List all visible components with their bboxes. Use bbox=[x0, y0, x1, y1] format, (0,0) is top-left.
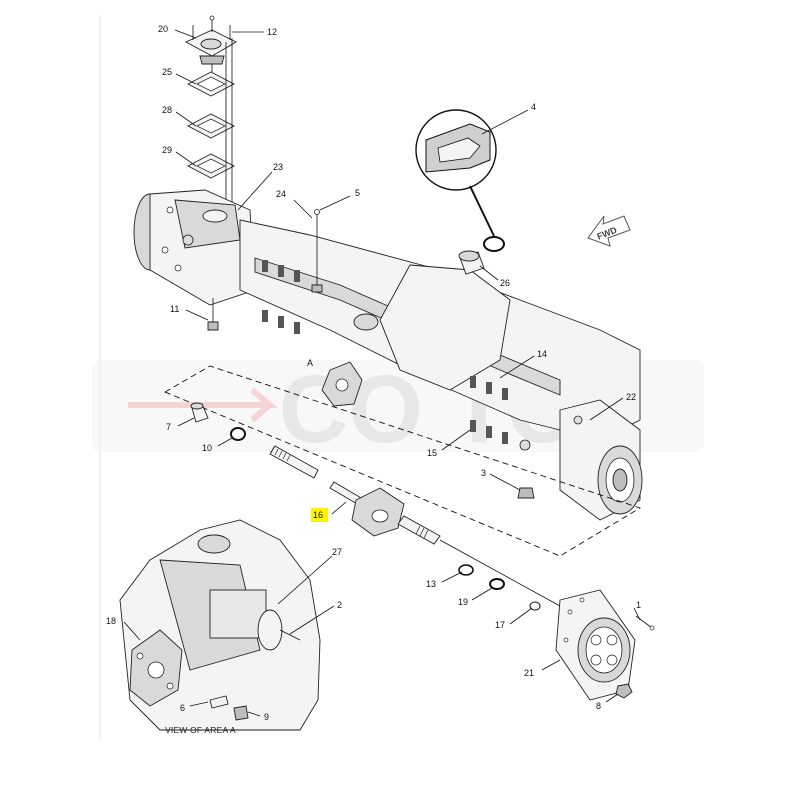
callout-20: 20 bbox=[158, 24, 168, 34]
gasket-29 bbox=[187, 153, 235, 179]
callout-17: 17 bbox=[495, 620, 505, 630]
callout-6: 6 bbox=[180, 703, 185, 713]
seal-10 bbox=[230, 427, 246, 441]
gasket-28 bbox=[187, 113, 235, 139]
callout-16-highlight bbox=[311, 508, 328, 522]
callout-11: 11 bbox=[170, 304, 179, 314]
gasket-25 bbox=[187, 71, 235, 97]
seal-19 bbox=[489, 578, 505, 590]
callout-21: 21 bbox=[524, 668, 534, 678]
callout-7: 7 bbox=[166, 422, 171, 432]
exploded-boundary bbox=[163, 365, 642, 557]
callout-19: 19 bbox=[458, 597, 468, 607]
nut-8 bbox=[615, 683, 633, 699]
inset-caption: VIEW OF AREA A bbox=[165, 725, 236, 735]
callout-1: 1 bbox=[636, 600, 641, 610]
bushing-26 bbox=[458, 250, 485, 275]
callout-23: 23 bbox=[273, 162, 283, 172]
callout-18: 18 bbox=[106, 616, 116, 626]
callout-16: 16 bbox=[313, 510, 323, 520]
plug-3 bbox=[517, 487, 535, 499]
callout-26: 26 bbox=[500, 278, 510, 288]
callout-12: 12 bbox=[267, 27, 277, 37]
callout-9: 9 bbox=[264, 712, 269, 722]
flange-assembly bbox=[184, 15, 237, 72]
callout-3: 3 bbox=[481, 468, 486, 478]
housing-ribs bbox=[262, 260, 508, 444]
bolt-11 bbox=[207, 298, 219, 331]
detail-circle-4 bbox=[415, 109, 497, 237]
oring-17 bbox=[529, 601, 541, 611]
callout-5: 5 bbox=[355, 188, 360, 198]
callout-14: 14 bbox=[537, 349, 547, 359]
oring-4 bbox=[483, 236, 505, 252]
inset-view-area-a: VIEW OF AREA A bbox=[119, 519, 321, 735]
callout-24: 24 bbox=[276, 189, 286, 199]
washer-13 bbox=[458, 564, 474, 576]
area-marker: A bbox=[307, 358, 313, 368]
callout-28: 28 bbox=[162, 105, 172, 115]
leader-lines bbox=[123, 29, 641, 717]
callout-10: 10 bbox=[202, 443, 212, 453]
bolt-5 bbox=[311, 209, 323, 293]
callout-4: 4 bbox=[531, 102, 536, 112]
callout-15: 15 bbox=[427, 448, 437, 458]
shaft-inner bbox=[269, 445, 319, 479]
fwd-arrow: FWD bbox=[587, 215, 631, 247]
callout-8: 8 bbox=[596, 701, 601, 711]
callout-13: 13 bbox=[426, 579, 436, 589]
callout-2: 2 bbox=[337, 600, 342, 610]
callout-25: 25 bbox=[162, 67, 172, 77]
callout-22: 22 bbox=[626, 392, 636, 402]
universal-joint-16 bbox=[329, 481, 441, 545]
wheel-hub-21 bbox=[555, 589, 636, 701]
callout-29: 29 bbox=[162, 145, 172, 155]
axle-housing bbox=[133, 189, 643, 521]
callout-27: 27 bbox=[332, 547, 342, 557]
bushing-7 bbox=[190, 402, 209, 423]
